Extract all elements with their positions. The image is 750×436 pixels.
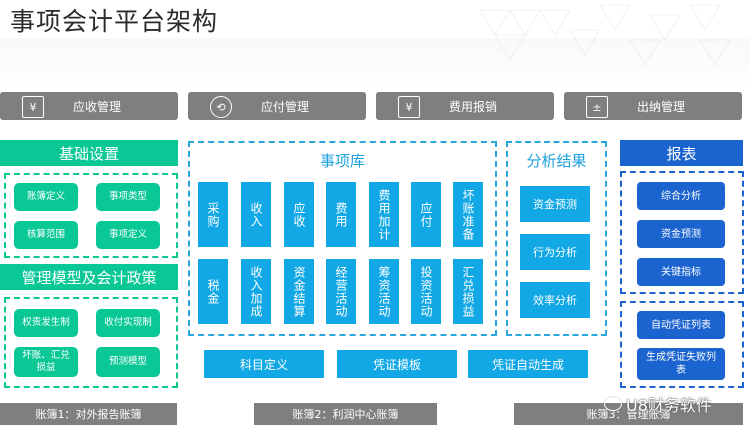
- event-item[interactable]: 资金结算: [284, 259, 314, 324]
- event-item[interactable]: 坏账准备: [453, 182, 483, 247]
- module-label: 应付管理: [260, 99, 309, 114]
- analysis-item-efficiency[interactable]: 效率分析: [520, 282, 590, 318]
- report-item-failed-voucher-list[interactable]: 生成凭证失败列表: [637, 348, 725, 380]
- triangle-pattern-decoration: [479, 4, 731, 66]
- event-item[interactable]: 费用: [326, 182, 356, 247]
- mgmt-model-header: 管理模型及会计政策: [0, 264, 178, 290]
- module-label: 出纳管理: [636, 99, 685, 114]
- voucher-auto-generation[interactable]: 凭证自动生成: [468, 350, 588, 378]
- event-item[interactable]: 汇兑损益: [453, 259, 483, 324]
- event-item[interactable]: 筹资活动: [369, 259, 399, 324]
- report-item-fund-forecast[interactable]: 资金预测: [637, 220, 725, 248]
- basic-item-accounting-scope[interactable]: 核算范围: [14, 221, 78, 249]
- ledger-profit-center[interactable]: 账簿2：利润中心账簿: [254, 403, 437, 425]
- mgmt-model-group: [4, 297, 178, 388]
- module-receivables[interactable]: ¥ 应收管理: [0, 92, 178, 120]
- ledger-external-reporting[interactable]: 账簿1：对外报告账簿: [0, 403, 177, 425]
- basic-item-ledger-def[interactable]: 账簿定义: [14, 183, 78, 211]
- wechat-icon: [604, 397, 622, 411]
- module-expense[interactable]: ¥ 费用报销: [376, 92, 554, 120]
- basic-settings-header: 基础设置: [0, 140, 178, 166]
- report-item-auto-voucher-list[interactable]: 自动凭证列表: [637, 311, 725, 339]
- event-item[interactable]: 收入: [241, 182, 271, 247]
- event-item[interactable]: 税金: [198, 259, 228, 324]
- receipt-icon: ¥: [398, 96, 420, 118]
- basic-item-event-type[interactable]: 事项类型: [96, 183, 160, 211]
- page-title: 事项会计平台架构: [10, 7, 219, 36]
- yen-icon: ¥: [22, 96, 44, 118]
- event-item[interactable]: 投资活动: [411, 259, 441, 324]
- voucher-template[interactable]: 凭证模板: [337, 350, 457, 378]
- payment-icon: ⟲: [210, 96, 232, 118]
- module-payables[interactable]: ⟲ 应付管理: [188, 92, 366, 120]
- event-library-group: [188, 141, 497, 336]
- calculator-icon: ±: [586, 96, 608, 118]
- event-item[interactable]: 收入加成: [241, 259, 271, 324]
- watermark: U8财务软件: [604, 392, 712, 416]
- module-label: 费用报销: [448, 99, 497, 114]
- event-item[interactable]: 采购: [198, 182, 228, 247]
- analysis-item-behavior[interactable]: 行为分析: [520, 234, 590, 270]
- mgmt-item-cash-basis[interactable]: 收付实现制: [96, 309, 160, 337]
- reports-group-analysis: [620, 171, 744, 294]
- event-library-header: 事项库: [319, 152, 365, 170]
- basic-item-event-def[interactable]: 事项定义: [96, 221, 160, 249]
- event-item[interactable]: 费用加计: [369, 182, 399, 247]
- watermark-text: U8财务软件: [626, 396, 712, 415]
- analysis-item-fund-forecast[interactable]: 资金预测: [520, 186, 590, 222]
- mgmt-item-forecast-model[interactable]: 预测模型: [96, 347, 160, 377]
- report-item-key-indicators[interactable]: 关键指标: [637, 258, 725, 286]
- ledger-management[interactable]: 账簿3：管理账簿: [514, 403, 743, 425]
- basic-settings-group: [4, 173, 178, 258]
- event-item[interactable]: 应收: [284, 182, 314, 247]
- mgmt-item-accrual[interactable]: 权责发生制: [14, 309, 78, 337]
- subject-definition[interactable]: 科目定义: [204, 350, 324, 378]
- report-item-comprehensive[interactable]: 综合分析: [637, 182, 725, 210]
- header-band: [0, 38, 750, 90]
- mgmt-item-bad-debt[interactable]: 坏账、汇兑损益: [14, 347, 78, 377]
- event-item[interactable]: 经营活动: [326, 259, 356, 324]
- analysis-header: 分析结果: [526, 152, 587, 170]
- module-label: 应收管理: [72, 99, 121, 114]
- analysis-group: [506, 141, 607, 336]
- event-item[interactable]: 应付: [411, 182, 441, 247]
- reports-header: 报表: [620, 140, 743, 166]
- reports-group-vouchers: [620, 301, 744, 388]
- module-cashier[interactable]: ± 出纳管理: [564, 92, 742, 120]
